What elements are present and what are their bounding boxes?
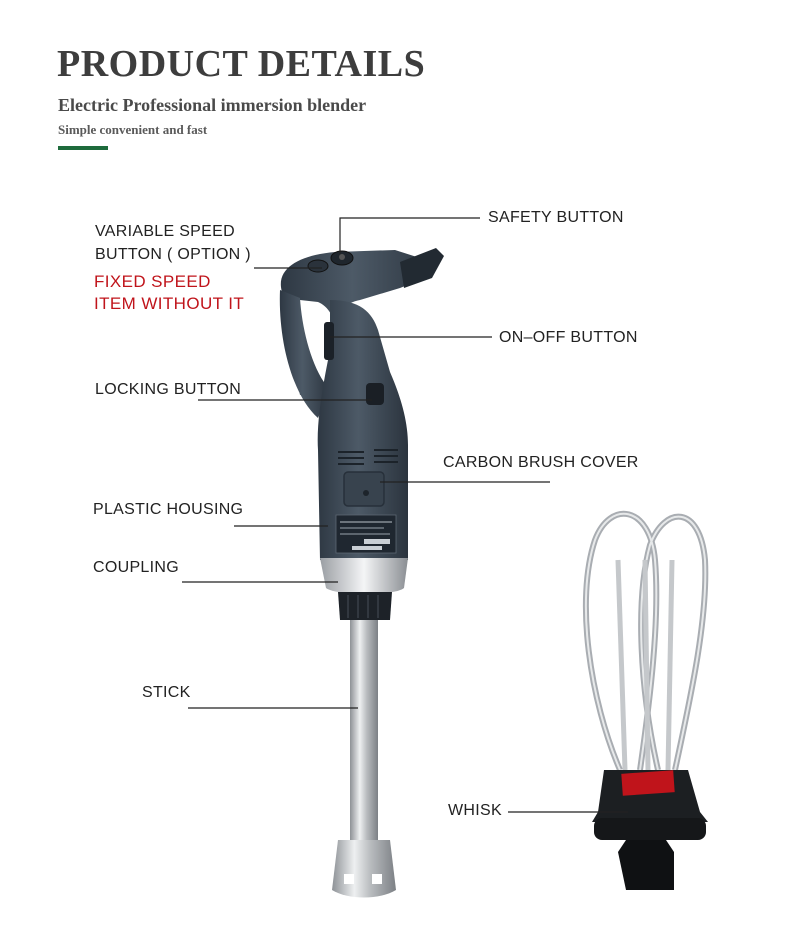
label-variable-speed-line2: BUTTON ( OPTION ): [95, 246, 251, 263]
carbon-brush-cover-shape: [343, 471, 385, 507]
whisk-attachment: [582, 510, 709, 890]
label-stick: STICK: [142, 684, 191, 701]
motor-housing: [317, 300, 408, 560]
label-fixed-speed-line1: FIXED SPEED: [94, 272, 211, 291]
page-tagline: Simple convenient and fast: [58, 122, 208, 137]
coupling-collar: [320, 558, 408, 594]
label-fixed-speed-line2: ITEM WITHOUT IT: [94, 294, 245, 313]
label-safety-button: SAFETY BUTTON: [488, 209, 624, 226]
label-plastic-housing: PLASTIC HOUSING: [93, 501, 244, 518]
top-buttons: [307, 250, 354, 273]
label-locking-button: LOCKING BUTTON: [95, 381, 242, 398]
page-subtitle: Electric Professional immersion blender: [58, 95, 367, 115]
air-vents: [338, 449, 398, 465]
label-whisk: WHISK: [448, 802, 502, 819]
title-accent-bar: [58, 146, 108, 150]
rating-plate: [335, 514, 397, 554]
on-off-trigger: [324, 322, 334, 360]
coupling-nut: [338, 592, 392, 620]
label-coupling: COUPLING: [93, 559, 179, 576]
label-variable-speed-line1: VARIABLE SPEED: [95, 223, 235, 240]
blade-guard: [332, 840, 396, 898]
locking-button-shape: [366, 383, 384, 405]
warning-sticker: [621, 770, 675, 796]
cord-nozzle: [400, 248, 444, 288]
callout-lines: [182, 217, 628, 813]
label-carbon-brush-cover: CARBON BRUSH COVER: [443, 454, 639, 471]
stick-shaft: [350, 620, 378, 840]
page-title: PRODUCT DETAILS: [57, 43, 426, 85]
label-on-off-button: ON–OFF BUTTON: [499, 329, 638, 346]
